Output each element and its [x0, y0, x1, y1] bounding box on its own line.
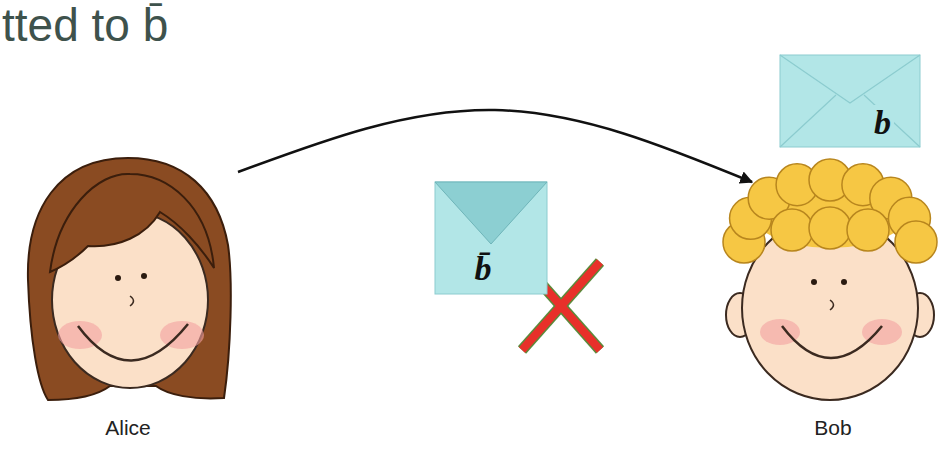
person-figure: Bob [752, 150, 932, 442]
closed-envelope: b [780, 55, 920, 147]
eye [141, 273, 147, 279]
person-name: Alice [105, 416, 151, 440]
hair-curl [895, 221, 937, 263]
figure-art [722, 150, 937, 410]
envelope-fold [780, 55, 920, 147]
eye [811, 279, 817, 285]
hair-curl [847, 209, 889, 251]
mouth [78, 324, 188, 361]
slide-title: tted to b̄ [2, 0, 168, 52]
hair [28, 158, 231, 400]
message-arrow [238, 110, 752, 182]
envelope-body [435, 182, 547, 294]
eye [841, 279, 847, 285]
hair-curl [809, 207, 851, 249]
figure-art [18, 150, 238, 410]
open-envelope: b̄ [435, 182, 547, 294]
figure-art [780, 55, 920, 147]
envelope-body [780, 55, 920, 147]
nose [130, 296, 134, 306]
envelope-value: b [871, 105, 894, 141]
bangs [50, 174, 214, 272]
person-name: Bob [814, 416, 851, 440]
hair-curl [771, 209, 813, 251]
eye [115, 275, 121, 281]
envelope-value: b̄ [475, 250, 492, 288]
nose [830, 300, 834, 310]
person-figure: Alice [18, 150, 238, 442]
mouth [782, 326, 882, 358]
envelope-flap [435, 182, 547, 244]
